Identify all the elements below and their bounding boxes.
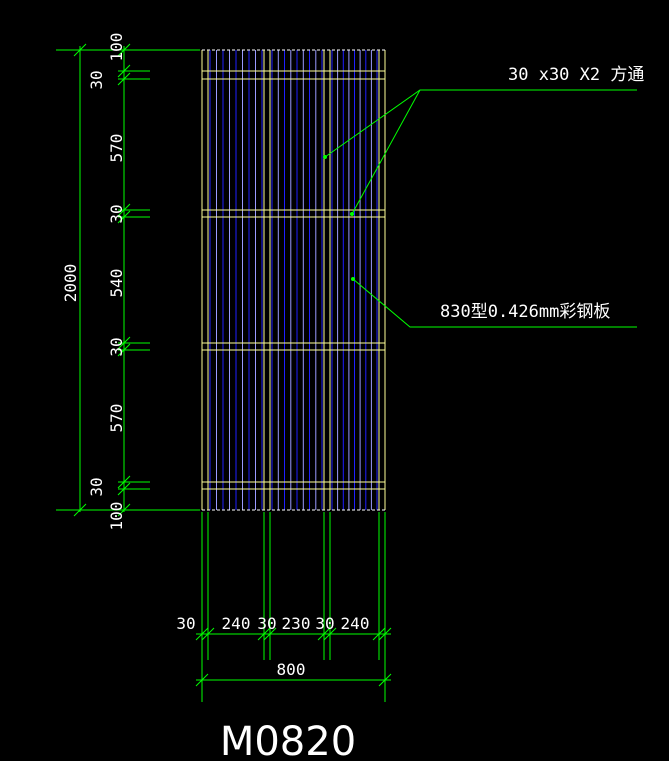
dim-segment-6: 30 — [107, 337, 126, 356]
vertical-dimension-labels: 2000 100 30 570 30 540 30 570 30 100 — [61, 33, 126, 531]
dim-segment-2: 30 — [87, 70, 106, 89]
dim-width-1: 30 — [176, 614, 195, 633]
callout-tube-label: 30 x30 X2 方通 — [508, 65, 644, 85]
vertical-dimension-chain — [56, 43, 200, 517]
callout-points — [323, 155, 355, 281]
drawing-title: M0820 — [220, 719, 356, 761]
dim-overall-height: 2000 — [61, 264, 80, 303]
horizontal-dimension-labels: 30 240 30 230 30 240 800 — [176, 614, 369, 679]
dim-segment-7: 570 — [107, 404, 126, 433]
dim-segment-5: 540 — [107, 269, 126, 298]
dim-width-3: 30 — [257, 614, 276, 633]
dim-width-2: 240 — [222, 614, 251, 633]
dim-width-4: 230 — [282, 614, 311, 633]
dim-width-5: 30 — [315, 614, 334, 633]
steel-sheet-ribs — [209, 50, 378, 510]
dim-segment-4: 30 — [107, 204, 126, 223]
dim-segment-8: 30 — [87, 477, 106, 496]
dim-segment-9: 100 — [107, 502, 126, 531]
horizontal-dimension-chain — [195, 512, 392, 702]
dim-segment-3: 570 — [107, 134, 126, 163]
dim-overall-width: 800 — [277, 660, 306, 679]
dim-segment-1: 100 — [107, 33, 126, 62]
dim-width-6: 240 — [341, 614, 370, 633]
callout-leaders — [324, 89, 637, 328]
callout-sheet-label: 830型0.426mm彩钢板 — [440, 302, 610, 322]
door-frame — [201, 49, 386, 511]
